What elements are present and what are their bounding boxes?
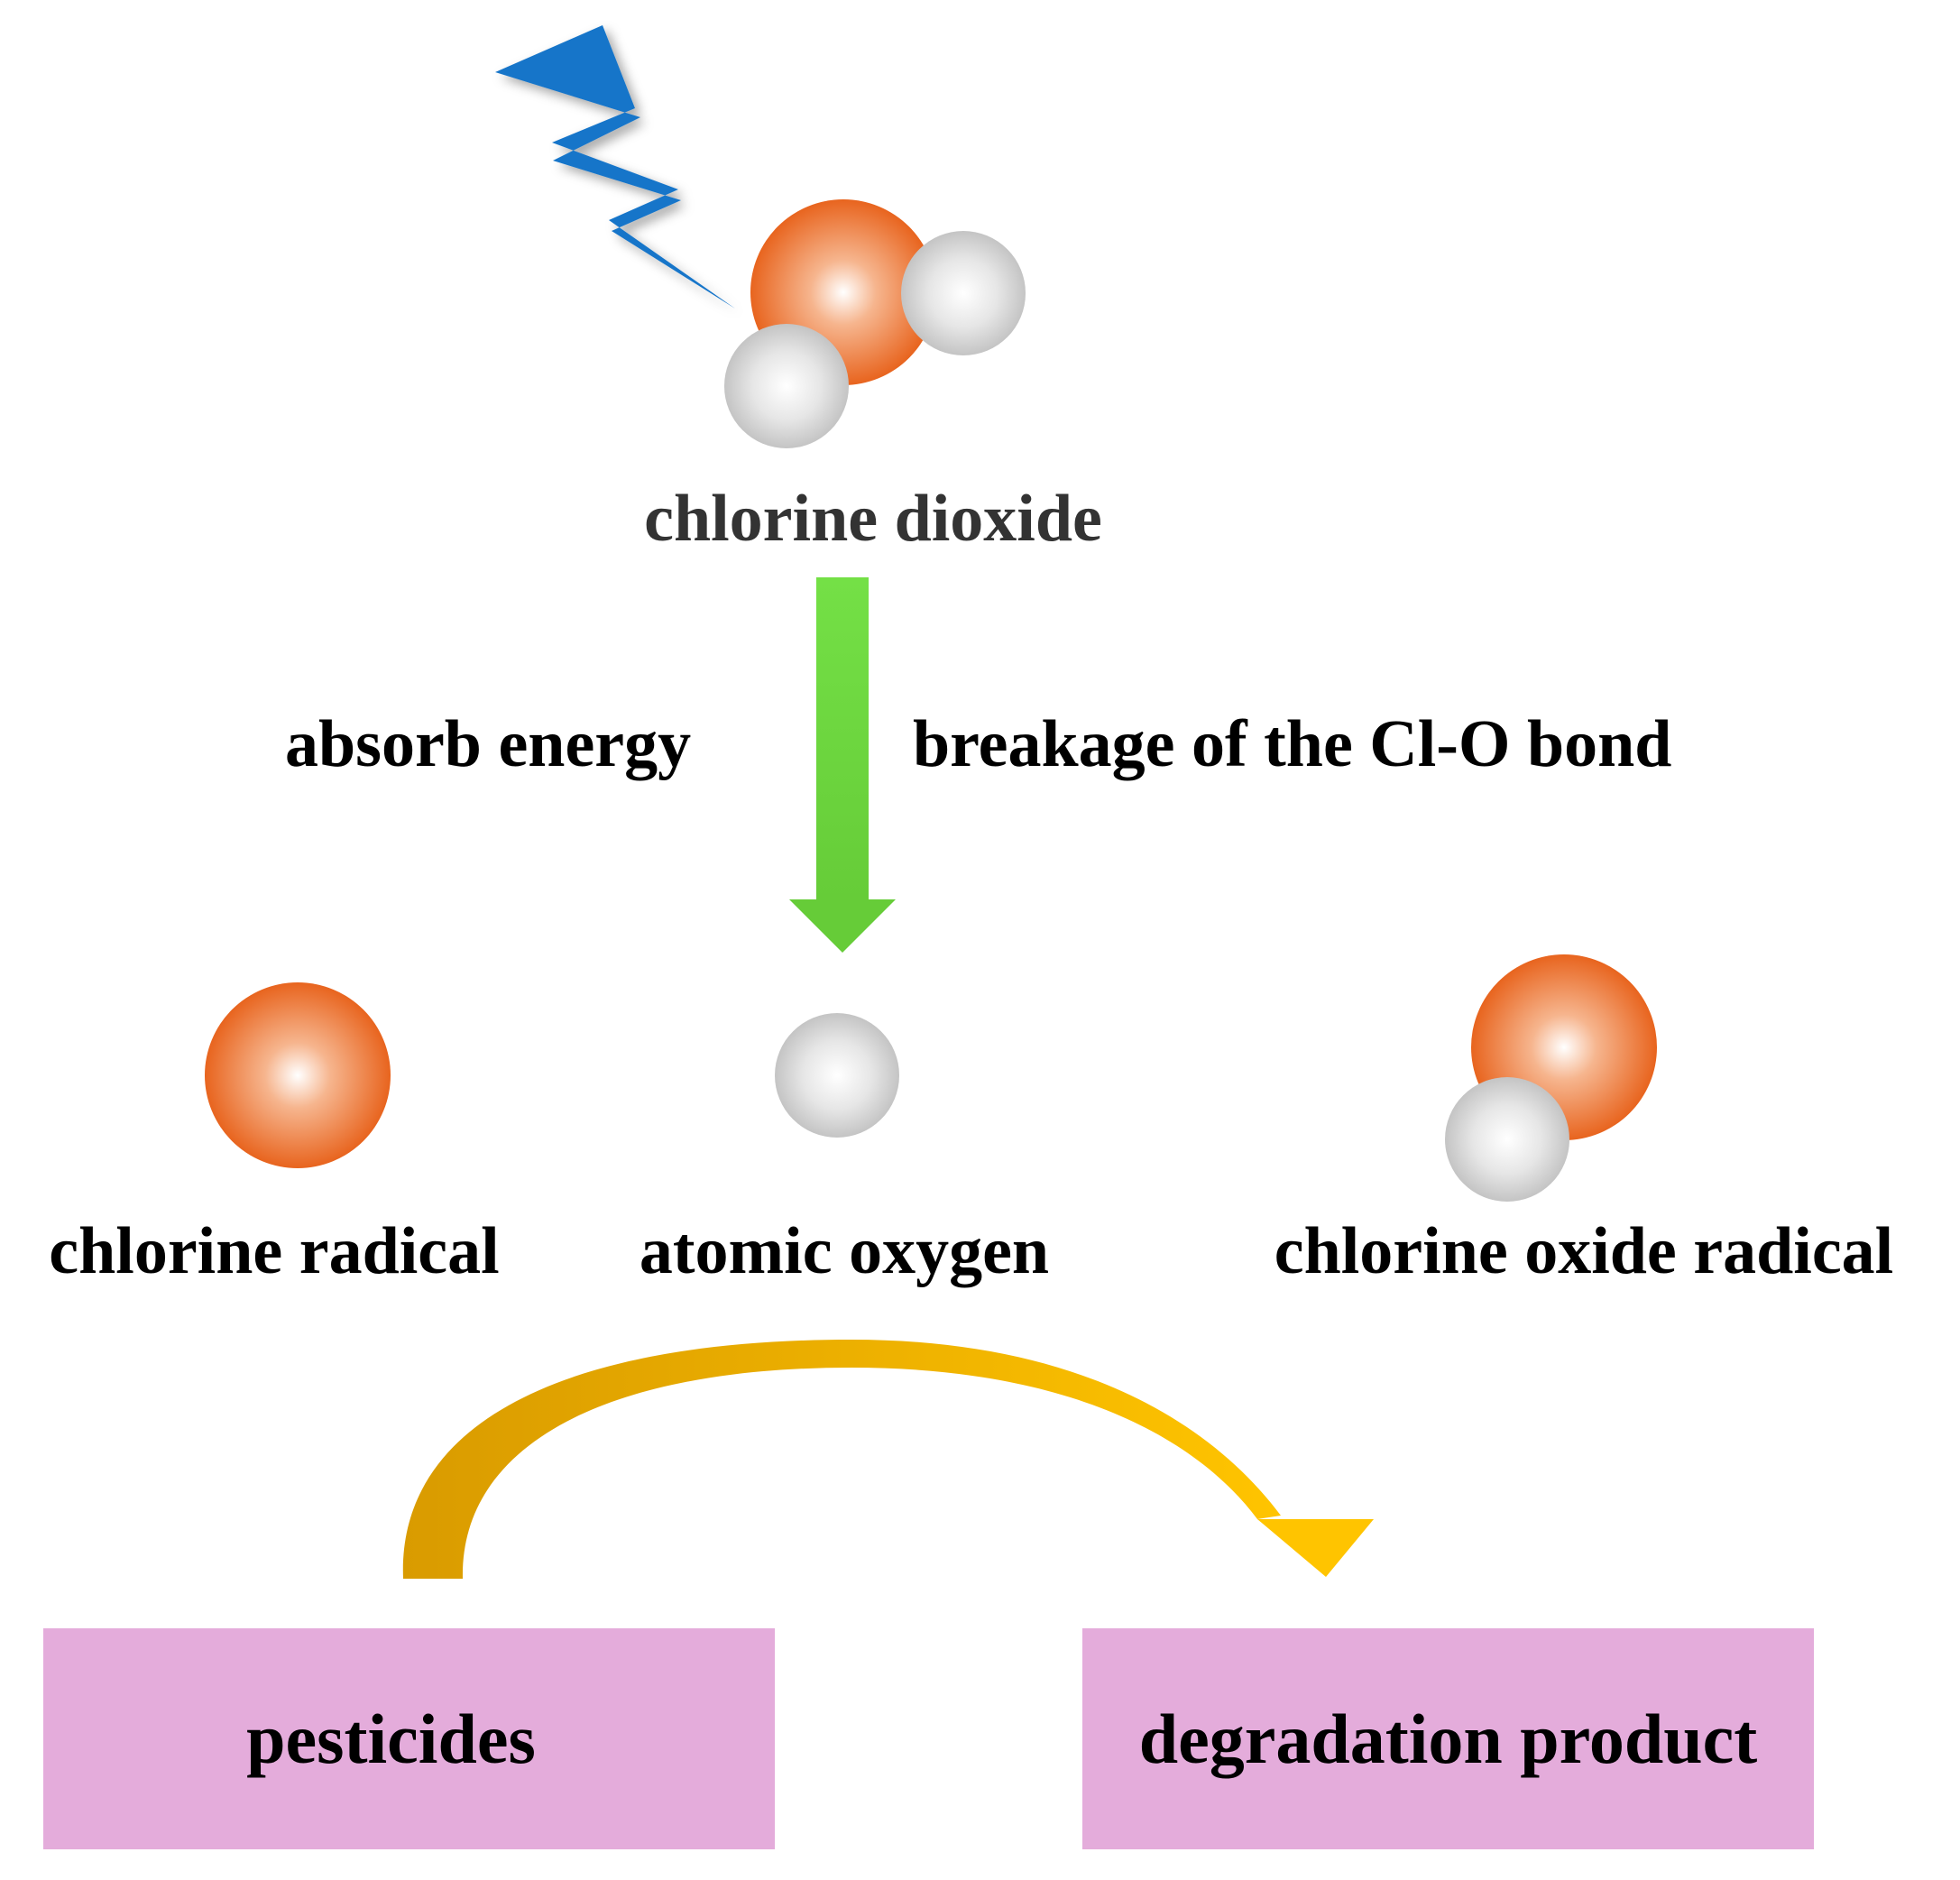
- atomic-oxygen-label: atomic oxygen: [639, 1214, 1050, 1288]
- bond-breakage-label: breakage of the Cl-O bond: [913, 707, 1672, 781]
- chlorine-oxide-oxygen-atom-icon: [1445, 1077, 1569, 1202]
- atomic-oxygen-icon: [775, 1013, 899, 1138]
- chlorine-oxide-radical-label: chlorine oxide radical: [1274, 1214, 1894, 1288]
- degradation-product-box: degradation product: [1082, 1628, 1814, 1849]
- pesticides-box: pesticides: [43, 1628, 775, 1849]
- pesticides-label: pesticides: [246, 1699, 536, 1778]
- reaction-arrow-head: [1257, 1519, 1374, 1577]
- oxygen-atom-icon: [724, 324, 849, 448]
- lightning-bolt-icon: [495, 25, 735, 309]
- oxygen-atom-icon: [901, 231, 1026, 355]
- process-arrow-shaft: [816, 577, 869, 902]
- degradation-product-label: degradation product: [1138, 1699, 1758, 1778]
- process-arrow-head: [789, 899, 896, 953]
- absorb-energy-label: absorb energy: [285, 707, 692, 781]
- chlorine-radical-icon: [205, 982, 391, 1168]
- molecule-label: chlorine dioxide: [644, 482, 1102, 556]
- chlorine-radical-label: chlorine radical: [49, 1214, 500, 1288]
